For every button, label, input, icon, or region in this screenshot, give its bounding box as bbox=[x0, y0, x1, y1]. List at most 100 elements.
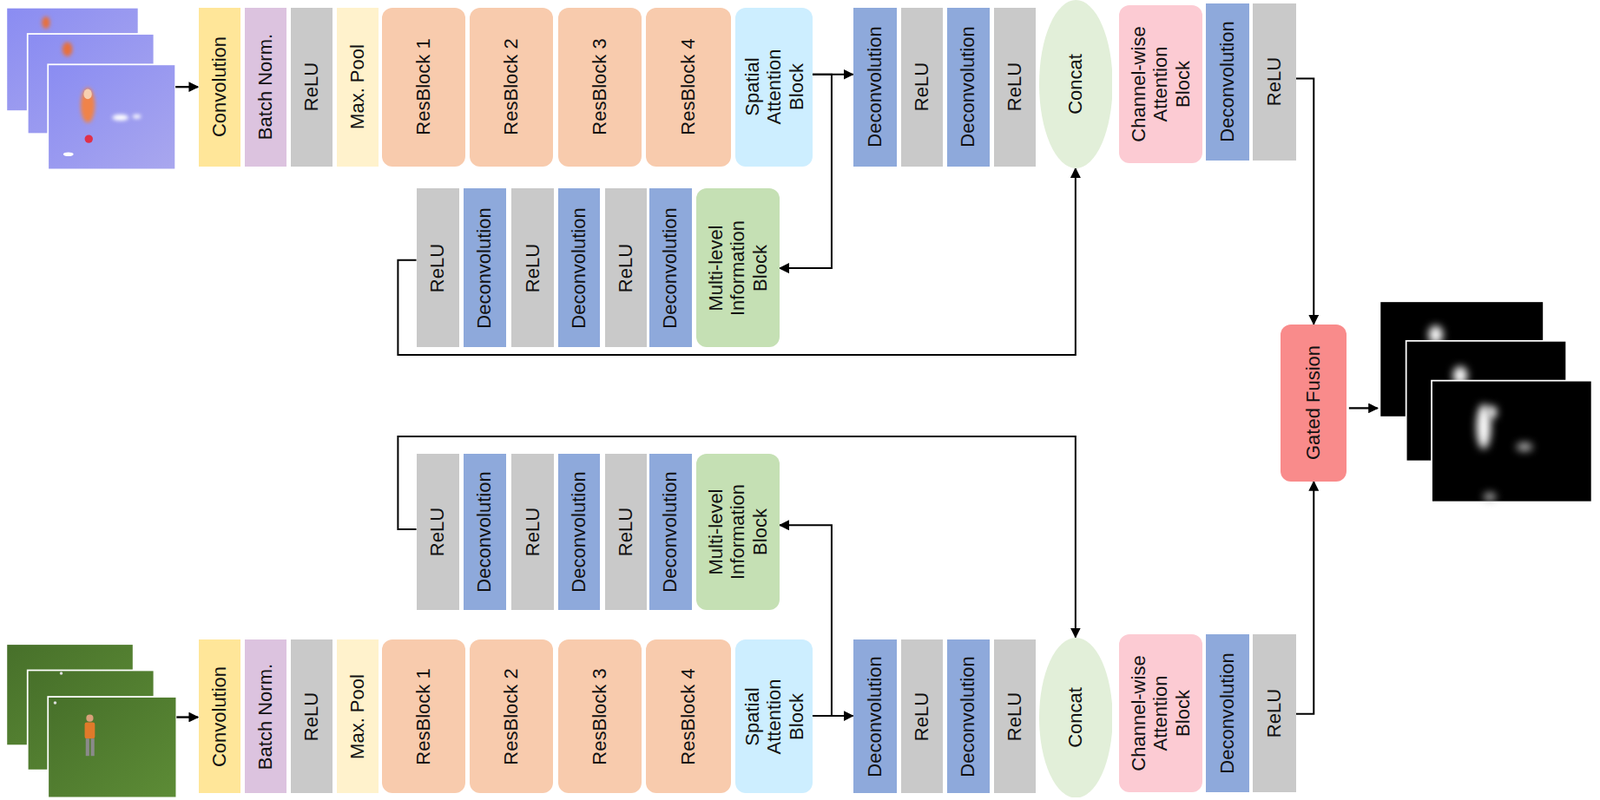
relu-layer: ReLU bbox=[901, 639, 943, 794]
node-label: ReLU bbox=[300, 14, 323, 159]
relu-layer: ReLU bbox=[416, 188, 460, 347]
resblock: ResBlock 4 bbox=[645, 639, 731, 794]
multilevel-block: Multi-level Information Block bbox=[696, 188, 780, 347]
node-label: ReLU bbox=[300, 646, 323, 787]
batchnorm-layer: Batch Norm. bbox=[244, 7, 287, 166]
node-label: ResBlock 1 bbox=[412, 646, 435, 787]
node-label: Deconvolution bbox=[863, 646, 886, 787]
node-label: ReLU bbox=[910, 646, 933, 787]
concat-node: Concat bbox=[1039, 0, 1113, 169]
resblock: ResBlock 2 bbox=[469, 7, 554, 166]
deconv-layer: Deconvolution bbox=[853, 639, 898, 794]
node-label: ReLU bbox=[427, 460, 449, 604]
deconv-layer: Deconvolution bbox=[947, 639, 990, 794]
node-label: ResBlock 3 bbox=[588, 14, 611, 159]
node-label: ReLU bbox=[1263, 641, 1285, 786]
connector bbox=[1296, 481, 1315, 715]
node-label: ResBlock 2 bbox=[500, 14, 522, 159]
deconv-layer: Deconvolution bbox=[947, 7, 990, 166]
connector bbox=[397, 436, 1075, 639]
node-label: Spatial Attention Block bbox=[741, 26, 808, 148]
node-label: ResBlock 4 bbox=[677, 646, 699, 787]
attention-block: Spatial Attention Block bbox=[735, 639, 812, 794]
resblock: ResBlock 2 bbox=[469, 639, 554, 794]
resblock: ResBlock 3 bbox=[558, 639, 642, 794]
node-label: ReLU bbox=[1003, 14, 1026, 159]
node-label: Deconvolution bbox=[957, 646, 980, 787]
node-label: ResBlock 1 bbox=[412, 14, 435, 159]
batchnorm-layer: Batch Norm. bbox=[244, 639, 287, 794]
node-label: Batch Norm. bbox=[255, 14, 277, 159]
deconv-layer: Deconvolution bbox=[463, 188, 507, 347]
node-label: Spatial Attention Block bbox=[741, 656, 808, 778]
attention-block: Channel-wise Attention Block bbox=[1119, 5, 1202, 164]
deconv-layer: Deconvolution bbox=[558, 454, 600, 611]
relu-layer: ReLU bbox=[1252, 634, 1296, 793]
deconv-layer: Deconvolution bbox=[463, 454, 507, 611]
connector bbox=[1296, 78, 1315, 324]
rgb-frames bbox=[6, 645, 177, 798]
node-label: Deconvolution bbox=[1216, 10, 1238, 154]
relu-layer: ReLU bbox=[511, 188, 554, 347]
node-label: Deconvolution bbox=[567, 195, 590, 340]
attention-block: Spatial Attention Block bbox=[735, 7, 812, 166]
node-label: Multi-level Information Block bbox=[704, 471, 771, 593]
node-label: Deconvolution bbox=[1216, 641, 1238, 786]
node-label: ReLU bbox=[614, 195, 637, 340]
node-label: Deconvolution bbox=[863, 14, 886, 159]
node-label: ReLU bbox=[614, 460, 637, 604]
node-label: Batch Norm. bbox=[255, 646, 277, 787]
thermal-frames bbox=[6, 8, 176, 171]
relu-layer: ReLU bbox=[1252, 3, 1296, 161]
concat-node: Concat bbox=[1039, 638, 1113, 799]
conv-layer: Convolution bbox=[198, 639, 241, 794]
node-label: Max. Pool bbox=[346, 14, 369, 159]
deconv-layer: Deconvolution bbox=[558, 188, 600, 347]
relu-layer: ReLU bbox=[416, 454, 460, 611]
node-label: Convolution bbox=[209, 14, 231, 159]
deconv-layer: Deconvolution bbox=[649, 454, 692, 611]
deconv-layer: Deconvolution bbox=[649, 188, 692, 347]
resblock: ResBlock 3 bbox=[558, 7, 642, 166]
relu-layer: ReLU bbox=[994, 639, 1036, 794]
node-label: ResBlock 3 bbox=[588, 646, 611, 787]
node-label: ReLU bbox=[1263, 10, 1285, 154]
resblock: ResBlock 4 bbox=[645, 7, 731, 166]
node-label: Max. Pool bbox=[346, 646, 369, 787]
attention-block: Channel-wise Attention Block bbox=[1119, 634, 1202, 793]
node-label: ResBlock 4 bbox=[677, 14, 699, 159]
node-label: ReLU bbox=[910, 14, 933, 159]
node-label: Gated Fusion bbox=[1303, 331, 1325, 475]
node-label: ReLU bbox=[1003, 646, 1026, 787]
output-arrow bbox=[1349, 407, 1378, 409]
node-label: Concat bbox=[1064, 6, 1087, 162]
resblock: ResBlock 1 bbox=[381, 7, 466, 166]
resblock: ResBlock 1 bbox=[381, 639, 466, 794]
connector bbox=[397, 168, 1075, 356]
node-label: Channel-wise Attention Block bbox=[1127, 652, 1194, 775]
node-label: ReLU bbox=[521, 460, 544, 604]
relu-layer: ReLU bbox=[290, 7, 333, 166]
node-label: ResBlock 2 bbox=[500, 646, 522, 787]
node-label: Deconvolution bbox=[474, 460, 496, 604]
maxpool-layer: Max. Pool bbox=[336, 639, 379, 794]
conv-layer: Convolution bbox=[198, 7, 241, 166]
deconv-layer: Deconvolution bbox=[1205, 634, 1249, 793]
relu-layer: ReLU bbox=[511, 454, 554, 611]
input-arrow bbox=[175, 85, 198, 88]
saliency-maps bbox=[1380, 302, 1592, 502]
fusion-block: Gated Fusion bbox=[1280, 324, 1347, 482]
node-label: ReLU bbox=[427, 195, 449, 340]
relu-layer: ReLU bbox=[901, 7, 943, 166]
node-label: Deconvolution bbox=[567, 460, 590, 604]
relu-layer: ReLU bbox=[605, 188, 647, 347]
input-arrow bbox=[176, 716, 198, 718]
node-label: Channel-wise Attention Block bbox=[1127, 23, 1194, 145]
node-label: Deconvolution bbox=[659, 195, 682, 340]
relu-layer: ReLU bbox=[605, 454, 647, 611]
node-label: Deconvolution bbox=[957, 14, 980, 159]
node-label: Deconvolution bbox=[659, 460, 682, 604]
maxpool-layer: Max. Pool bbox=[336, 7, 379, 166]
relu-layer: ReLU bbox=[290, 639, 333, 794]
